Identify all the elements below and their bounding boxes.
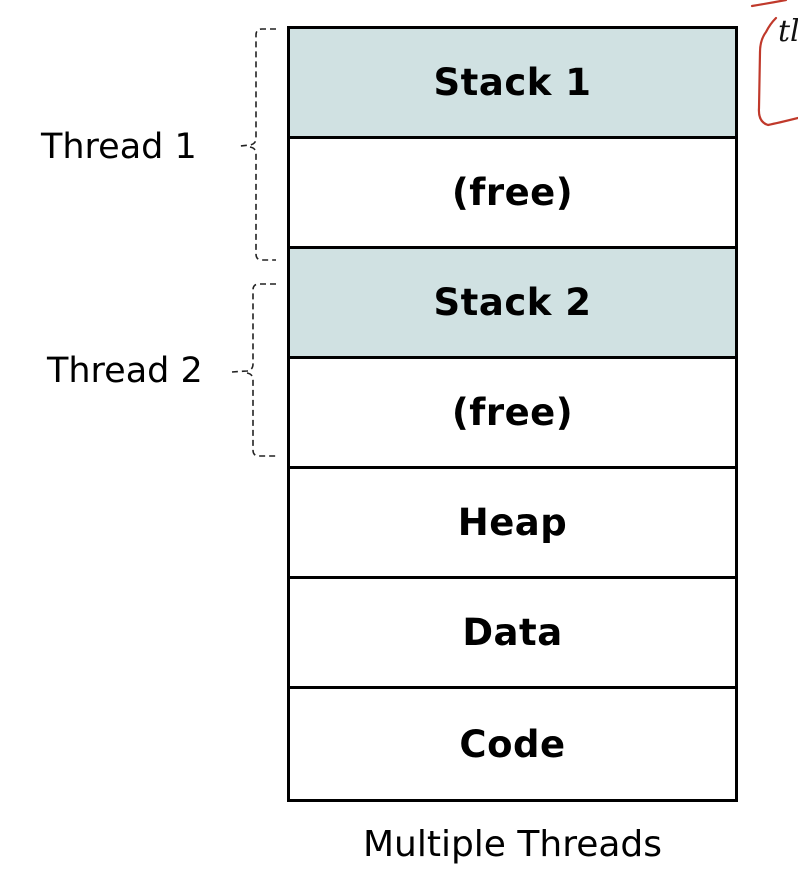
thread-1-bracket bbox=[239, 28, 276, 261]
segment-free-2: (free) bbox=[290, 359, 735, 469]
thread-2-label: Thread 2 bbox=[47, 351, 203, 391]
address-space-diagram: Stack 1 (free) Stack 2 (free) Heap Data … bbox=[287, 26, 738, 802]
segment-code: Code bbox=[459, 722, 566, 766]
thread-1-label: Thread 1 bbox=[41, 127, 197, 167]
segment-data: Data bbox=[290, 579, 735, 689]
segment-stack-1: Stack 1 bbox=[290, 29, 735, 139]
thread-2-bracket bbox=[231, 283, 276, 457]
segment-stack-2: Stack 2 bbox=[290, 249, 735, 359]
handwritten-note: tl bbox=[778, 14, 798, 49]
diagram-caption: Multiple Threads bbox=[362, 824, 663, 865]
handwritten-top-stroke bbox=[750, 0, 788, 8]
segment-free-1: (free) bbox=[290, 139, 735, 249]
handwritten-bracket bbox=[757, 16, 798, 127]
segment-heap: Heap bbox=[290, 469, 735, 579]
